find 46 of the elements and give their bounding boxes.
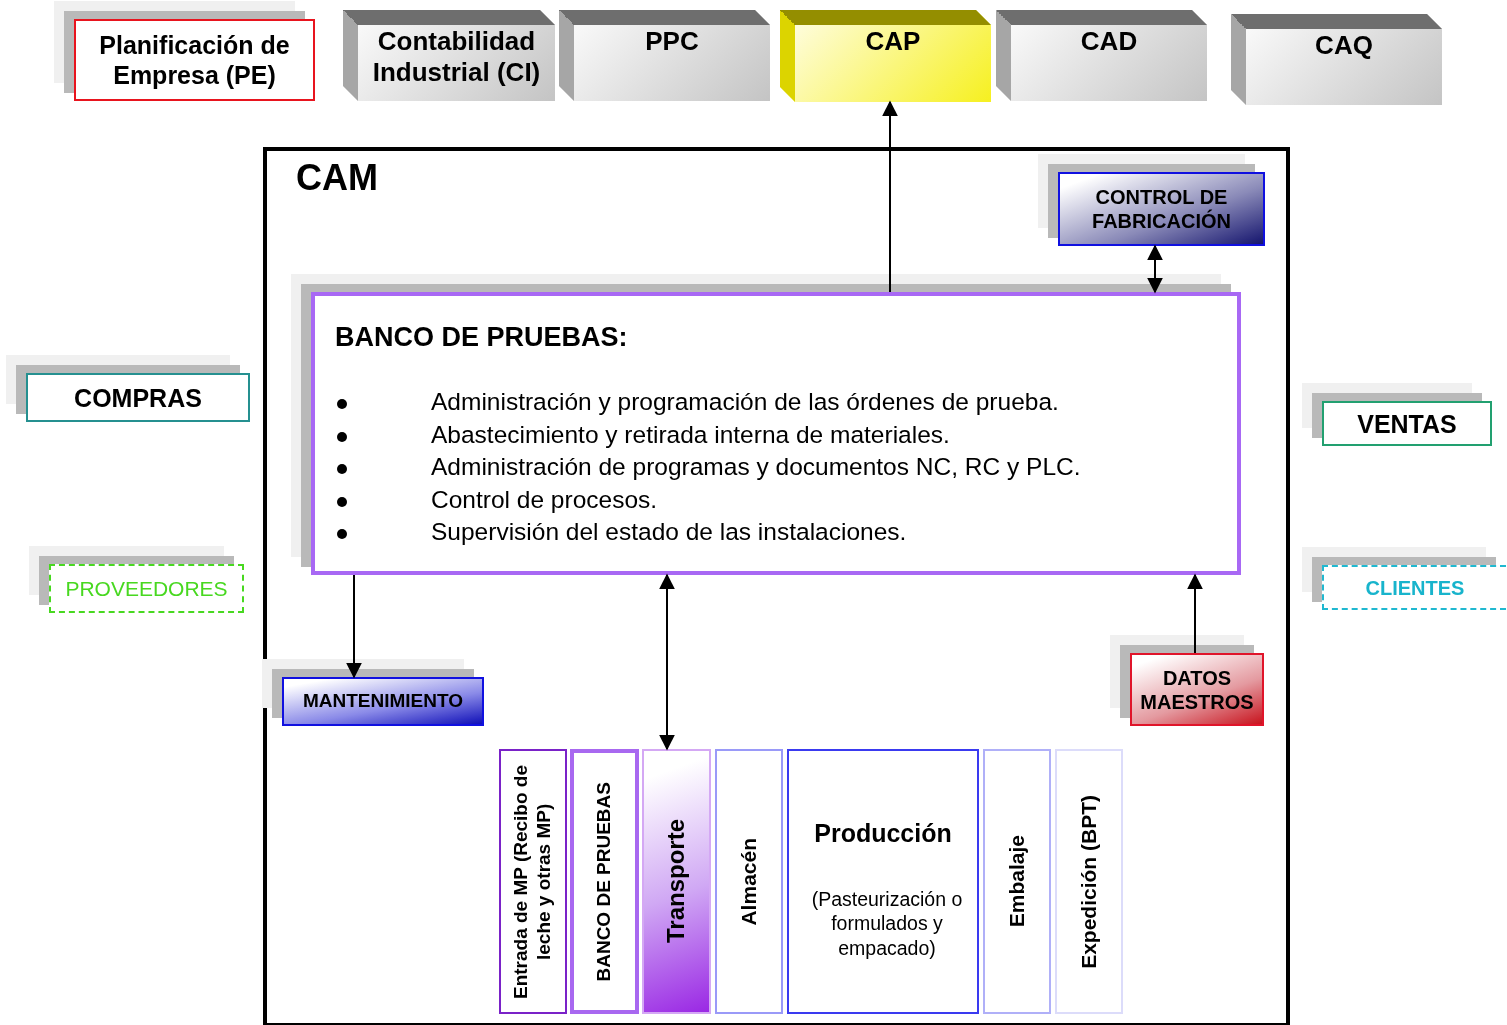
arrow: [346, 574, 362, 679]
list-item: Abastecimiento y retirada interna de materiales.: [431, 420, 950, 449]
process-block: [780, 10, 991, 102]
list-item: Administración de programas y documentos NC, RC y PLC.: [431, 453, 1081, 481]
stage-column: [1055, 749, 1123, 1014]
block-title: CAQ: [1314, 30, 1374, 61]
block-title: CAD: [1079, 26, 1139, 57]
arrow: [1187, 573, 1203, 654]
system-frame: [263, 147, 1290, 1025]
block-title: PPC: [644, 26, 700, 57]
stage-column: [715, 749, 783, 1014]
column-label: BANCO DE PRUEBAS: [593, 781, 616, 982]
box-label: PROVEEDORES: [65, 575, 228, 602]
column-label: Expedición (BPT): [1076, 794, 1102, 969]
process-block: [343, 10, 555, 101]
box-label: CONTROL DE FABRICACIÓN: [1091, 185, 1232, 233]
list-item: Control de procesos.: [431, 485, 658, 514]
box-label: VENTAS: [1357, 408, 1457, 439]
list-item: Administración y programación de las órdenes de prueba.: [431, 388, 1059, 416]
process-block: [559, 10, 770, 101]
box-label: CLIENTES: [1365, 575, 1465, 600]
column-label: Embalaje: [1004, 835, 1030, 928]
box-label: DATOS MAESTROS: [1139, 665, 1255, 714]
block-title: CAP: [864, 26, 922, 57]
list-item: Supervisión del estado de las instalaciones.: [431, 518, 907, 546]
box-label: Planificación de Empresa (PE): [98, 30, 291, 90]
box-label: MANTENIMIENTO: [302, 690, 464, 713]
stage-column: [570, 749, 639, 1014]
stage-description: (Pasteurización o formulados y empacado): [810, 887, 964, 961]
stage-box: [787, 749, 979, 1014]
frame-title: CAM: [296, 157, 378, 199]
arrow: [659, 573, 675, 751]
stage-title: Producción: [813, 819, 953, 848]
stage-column: [983, 749, 1051, 1014]
panel-heading: BANCO DE PRUEBAS:: [335, 322, 628, 353]
column-label: Transporte: [662, 819, 691, 944]
process-block: [1231, 14, 1442, 105]
stage-column: [642, 749, 711, 1014]
column-label: Entrada de MP (Recibo de leche y otras MP): [510, 763, 555, 1001]
arrow: [882, 100, 898, 293]
stage-column: [499, 749, 567, 1014]
column-label: Almacén: [736, 837, 762, 926]
arrow: [1147, 244, 1163, 294]
block-title: Contabilidad Industrial (CI): [371, 26, 542, 88]
box-label: COMPRAS: [74, 382, 202, 413]
process-block: [996, 10, 1207, 101]
